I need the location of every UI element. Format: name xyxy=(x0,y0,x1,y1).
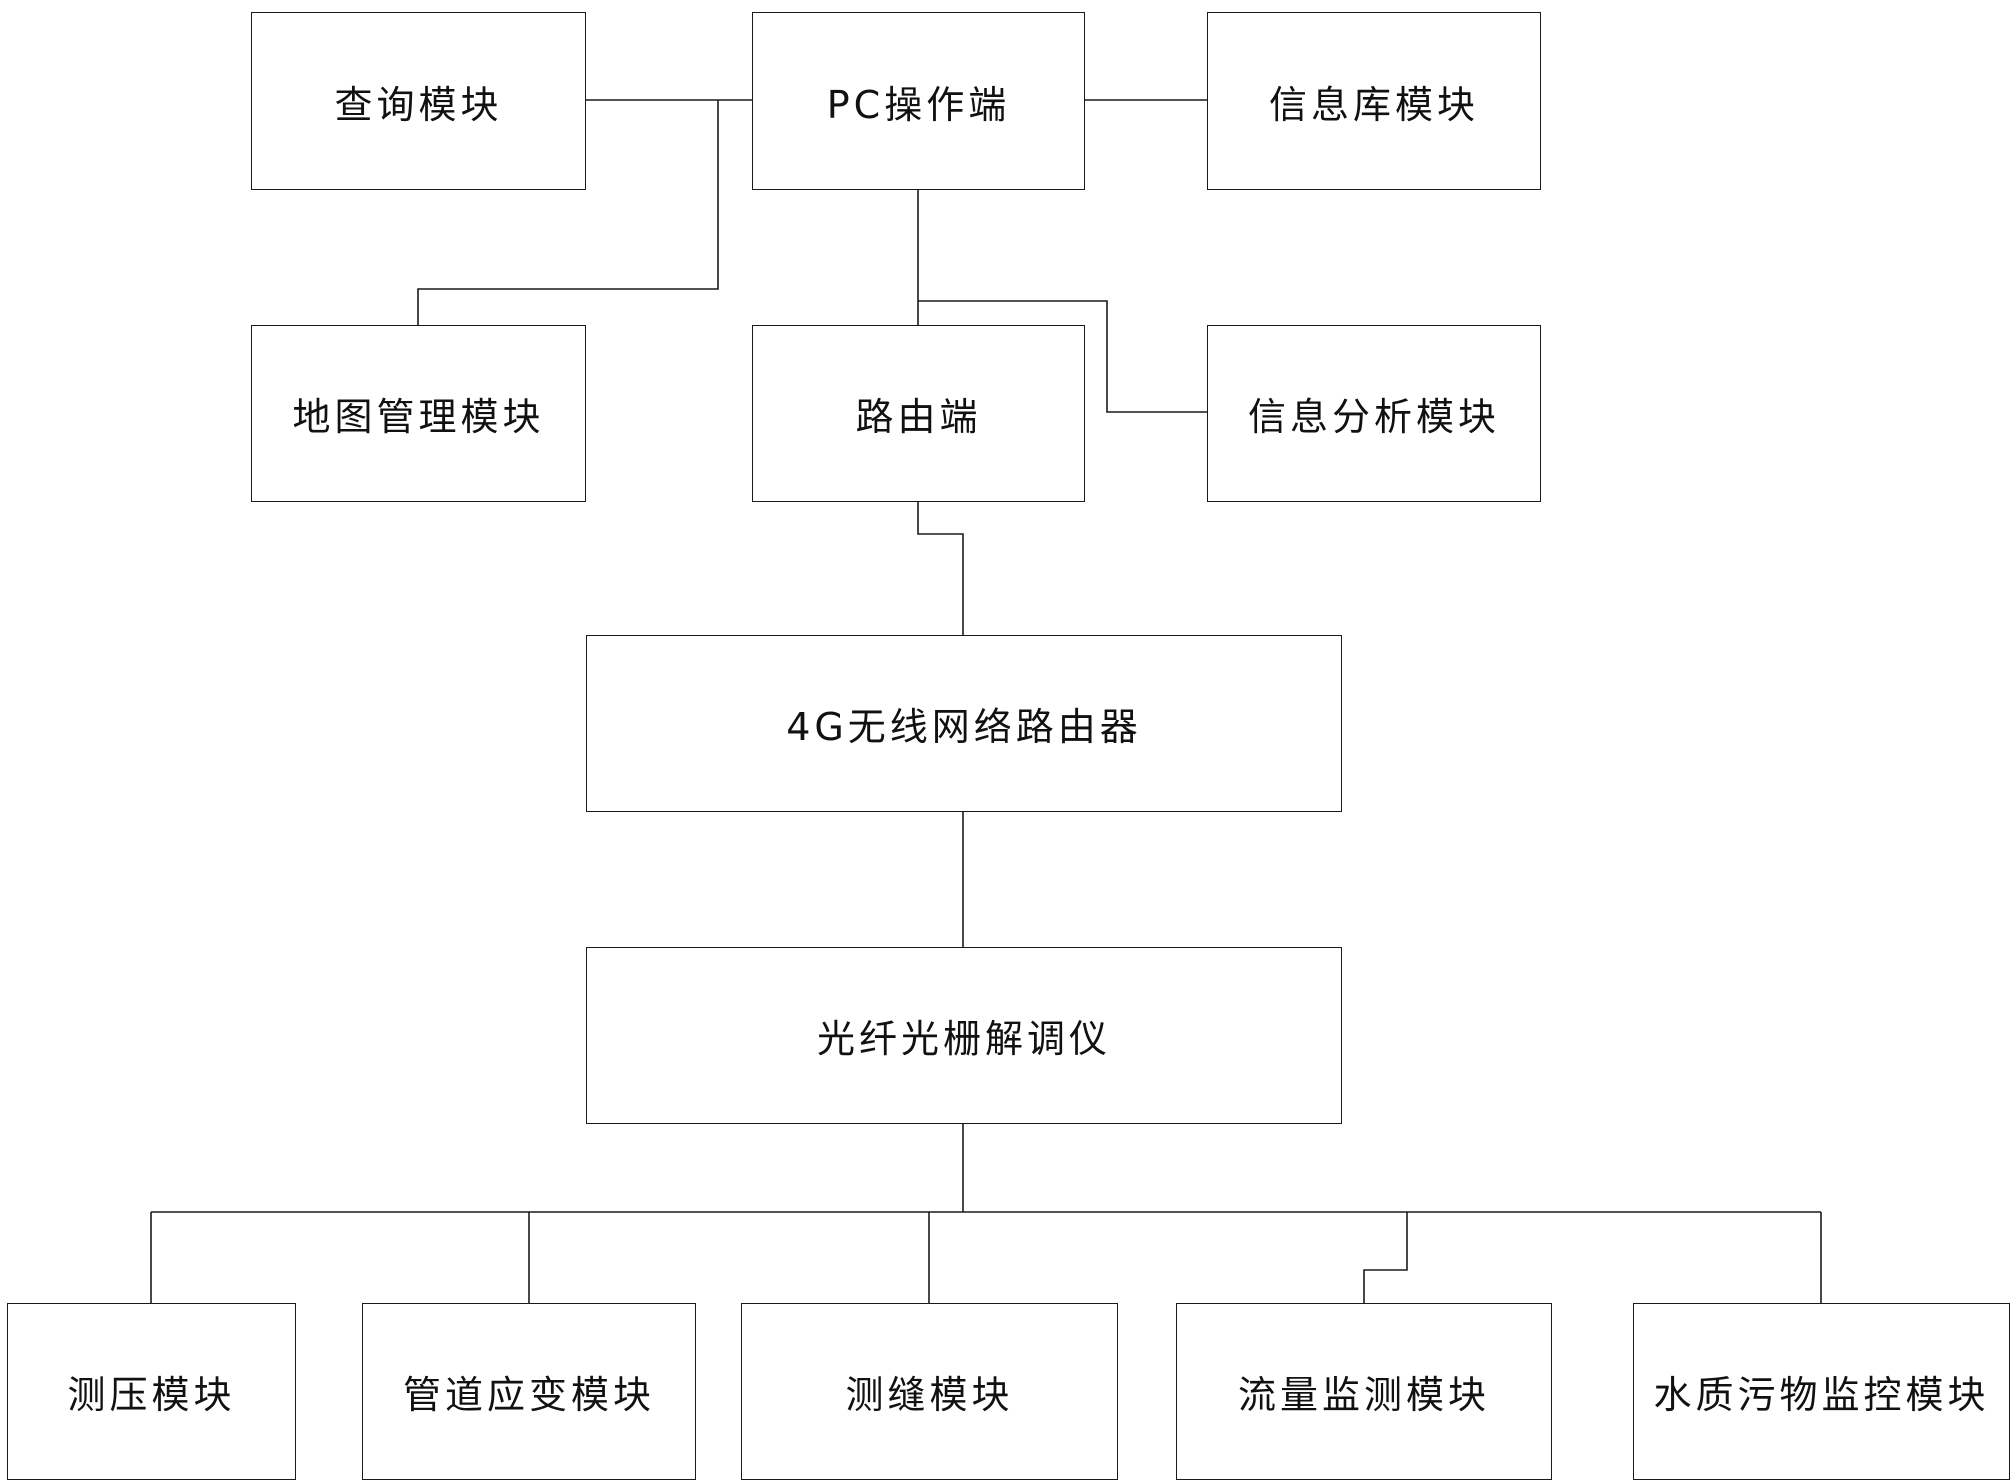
info-database-module-box[interactable]: 信息库模块 xyxy=(1207,12,1541,190)
pipe-strain-module-label: 管道应变模块 xyxy=(402,1373,655,1417)
fbg-demodulator-box[interactable]: 光纤光栅解调仪 xyxy=(586,947,1342,1124)
info-analysis-module-box[interactable]: 信息分析模块 xyxy=(1207,325,1541,502)
pc-terminal-box[interactable]: PC操作端 xyxy=(752,12,1085,190)
info-analysis-module-label: 信息分析模块 xyxy=(1247,395,1500,439)
query-module-label: 查询模块 xyxy=(334,82,503,127)
pressure-module-label: 测压模块 xyxy=(67,1373,236,1417)
pressure-module-box[interactable]: 测压模块 xyxy=(7,1303,296,1480)
fbg-demodulator-label: 光纤光栅解调仪 xyxy=(816,1017,1111,1061)
edge-pc-analysis xyxy=(918,300,1207,413)
info-database-module-label: 信息库模块 xyxy=(1268,82,1479,127)
query-module-box[interactable]: 查询模块 xyxy=(251,12,586,190)
map-management-module-box[interactable]: 地图管理模块 xyxy=(251,325,586,502)
router-end-label: 路由端 xyxy=(855,395,982,439)
pc-terminal-label: PC操作端 xyxy=(826,82,1011,127)
water-quality-module-box[interactable]: 水质污物监控模块 xyxy=(1633,1303,2010,1480)
edge-demod-flow xyxy=(1363,1212,1408,1303)
water-quality-module-label: 水质污物监控模块 xyxy=(1653,1373,1990,1417)
4g-wireless-router-label: 4G无线网络路由器 xyxy=(786,705,1142,749)
pipe-strain-module-box[interactable]: 管道应变模块 xyxy=(362,1303,696,1480)
flow-monitoring-module-label: 流量监测模块 xyxy=(1237,1373,1490,1417)
map-management-module-label: 地图管理模块 xyxy=(292,395,545,439)
4g-wireless-router-box[interactable]: 4G无线网络路由器 xyxy=(586,635,1342,812)
router-end-box[interactable]: 路由端 xyxy=(752,325,1085,502)
edge-router-wireless xyxy=(917,502,964,635)
gap-measurement-module-box[interactable]: 测缝模块 xyxy=(741,1303,1118,1480)
flow-monitoring-module-box[interactable]: 流量监测模块 xyxy=(1176,1303,1552,1480)
gap-measurement-module-label: 测缝模块 xyxy=(845,1373,1014,1417)
edge-pc-map xyxy=(417,100,719,325)
